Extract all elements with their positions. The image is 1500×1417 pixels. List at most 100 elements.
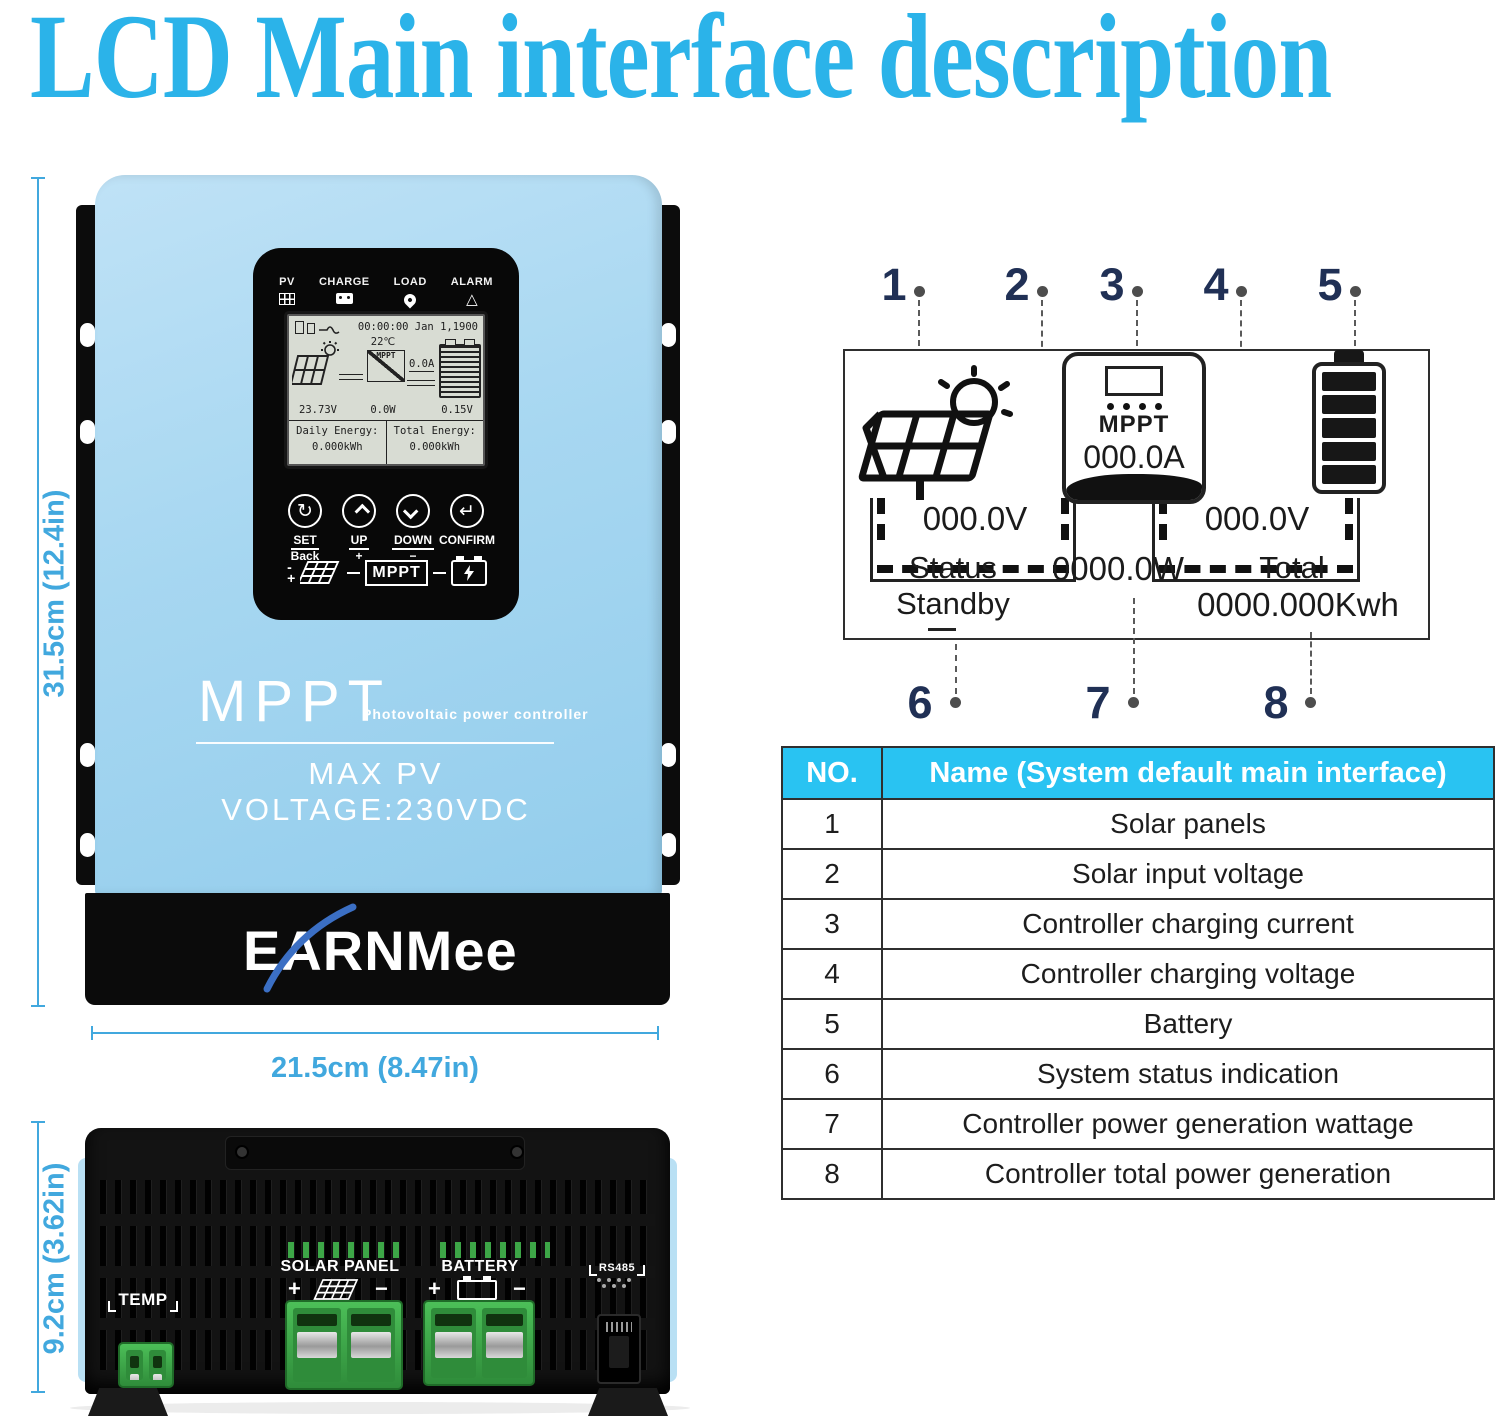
- callout-dot: [950, 697, 961, 708]
- vent-green-accent: [288, 1242, 403, 1258]
- screw-icon: [510, 1145, 524, 1159]
- recessed-handle: [225, 1136, 525, 1170]
- width-dimension-label: 21.5cm (8.47in): [271, 1052, 479, 1084]
- controller-bottom-body: TEMP SOLAR PANEL + − BATTERY + −: [85, 1128, 670, 1394]
- width-dimension-line: [91, 1026, 659, 1040]
- control-panel: PV CHARGE LOAD ALARM △ 00:00:00 J: [253, 248, 519, 620]
- confirm-button-label: CONFIRM: [439, 533, 495, 547]
- depth-dimension-line: [31, 1121, 45, 1393]
- lcd-total-energy-label: Total Energy:: [393, 425, 476, 437]
- bracket-hole: [661, 420, 676, 444]
- brand-mppt: MPPT: [198, 669, 392, 734]
- flow-graphic: -+ MPPT: [277, 556, 497, 586]
- solar-minus: −: [375, 1276, 388, 1301]
- bracket-hole: [80, 323, 95, 347]
- indicator-load: LOAD: [393, 276, 427, 309]
- rs485-label: RS485: [588, 1262, 646, 1276]
- flow-solar-panel-icon: [300, 561, 340, 584]
- up-button-label: UP +: [348, 533, 370, 563]
- bracket-hole: [661, 323, 676, 347]
- terminal-cell: [126, 1350, 143, 1380]
- lcd-daily-energy: Daily Energy: 0.000kWh: [289, 421, 387, 464]
- row-name: Battery: [881, 998, 1495, 1050]
- leader-line-8: [1310, 632, 1312, 694]
- temp-terminal: [118, 1342, 174, 1388]
- pv-voltage-value: 000.0V: [890, 500, 1060, 538]
- flow-battery-icon: [450, 556, 487, 586]
- row-name: System status indication: [881, 1048, 1495, 1100]
- row-no: 4: [781, 948, 883, 1000]
- mppt-dots: [1066, 403, 1202, 410]
- terminal-cell: [482, 1308, 527, 1378]
- row-no: 7: [781, 1098, 883, 1150]
- status-label: Status: [909, 550, 997, 585]
- lcd-battery-voltage: 0.15V: [441, 404, 473, 416]
- dashed-wire: [877, 565, 1069, 573]
- diagram-solar-panel-icon: [858, 365, 1013, 502]
- lcd-temperature: 22℃: [370, 336, 396, 348]
- pv-wire-pipe: [870, 498, 1076, 582]
- lcd-energy-row: Daily Energy: 0.000kWh Total Energy: 0.0…: [289, 420, 483, 464]
- standby-underline: [928, 628, 956, 631]
- lcd-daily-energy-value: 0.000kWh: [311, 440, 363, 453]
- confirm-button: ↵ CONFIRM: [439, 494, 495, 564]
- leader-line-7: [1133, 598, 1135, 694]
- leader-line-6: [955, 644, 957, 694]
- terminal-cell: [293, 1308, 341, 1382]
- spec-table: NO. Name (System default main interface)…: [781, 746, 1495, 1200]
- brand-tagline: Photovoltaic power controller: [362, 706, 589, 722]
- terminal-cell: [149, 1350, 166, 1380]
- lcd-plug-icon: [319, 326, 340, 334]
- callout-3: 3: [1099, 259, 1125, 310]
- charge-voltage-value: 000.0V: [1172, 500, 1342, 538]
- table-header-no: NO.: [781, 746, 883, 800]
- brand-divider: [196, 742, 554, 744]
- row-no: 6: [781, 1048, 883, 1100]
- row-no: 5: [781, 998, 883, 1050]
- callout-dot: [1132, 286, 1143, 297]
- polarity-marks: -+: [287, 558, 296, 586]
- leader-line-5: [1354, 300, 1356, 366]
- alarm-indicator-label: ALARM: [450, 276, 493, 288]
- row-name: Solar panels: [881, 798, 1495, 850]
- lcd-total-energy-value: 0.000kWh: [409, 440, 461, 453]
- callout-dot: [914, 286, 925, 297]
- vent-green-accent: [440, 1242, 550, 1258]
- down-button-icon: [396, 494, 430, 528]
- lcd-mppt-box: MPPT: [367, 350, 405, 382]
- rs485-label-wrap: RS485: [585, 1262, 649, 1276]
- brand-max-voltage: MAX PV VOLTAGE:230VDC: [221, 756, 531, 827]
- battery-mini-icon: [457, 1276, 497, 1300]
- screw-icon: [235, 1145, 249, 1159]
- mppt-display: [1105, 366, 1163, 396]
- diagram-battery-icon: [1312, 362, 1386, 494]
- battery-cap: [1334, 350, 1364, 364]
- set-back-button: ↻ SET Back: [279, 494, 331, 564]
- lcd-charge-current: 0.0A: [409, 358, 435, 372]
- rs485-port: [597, 1314, 641, 1384]
- callout-6: 6: [907, 677, 933, 728]
- callout-dot: [1350, 286, 1361, 297]
- down-button-label: DOWN −: [392, 533, 434, 563]
- battery-top-icon: [335, 293, 353, 304]
- pv-indicator-label: PV: [279, 276, 295, 288]
- callout-dot: [1305, 697, 1316, 708]
- row-no: 3: [781, 898, 883, 950]
- solar-terminal-block: [285, 1300, 403, 1390]
- battery-wire-pipe: [1152, 498, 1360, 582]
- lightning-icon: [463, 565, 474, 581]
- down-button: DOWN −: [387, 494, 439, 564]
- row-name: Controller charging voltage: [881, 948, 1495, 1000]
- indicator-alarm: ALARM △: [450, 276, 493, 307]
- callout-2: 2: [1004, 259, 1030, 310]
- indicator-pv: PV: [279, 276, 295, 306]
- depth-dimension-label: 9.2cm (3.62in): [38, 1162, 71, 1355]
- lcd-battery-icon: [439, 339, 481, 398]
- row-name: Controller charging current: [881, 898, 1495, 950]
- bracket-hole: [661, 743, 676, 767]
- load-indicator-label: LOAD: [393, 276, 427, 288]
